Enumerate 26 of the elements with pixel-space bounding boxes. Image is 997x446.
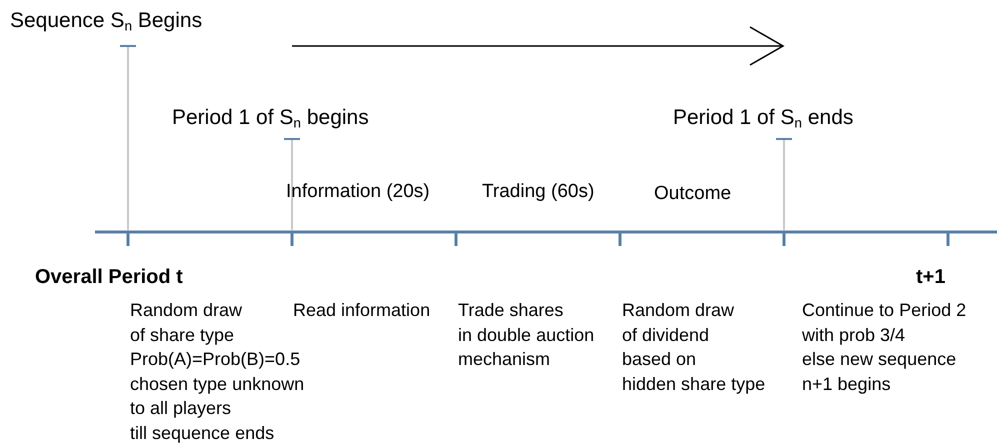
description-text: Trade shares — [458, 300, 564, 321]
description-text: n+1 begins — [802, 374, 891, 394]
description-text: in double auction — [458, 324, 594, 346]
period-label: Overall Period t — [35, 266, 183, 289]
description-text: else new sequence — [802, 349, 956, 370]
period-label: t+1 — [916, 266, 946, 289]
description-text: based on — [622, 349, 696, 370]
description-text: of share type — [130, 324, 234, 346]
phase-label: Information (20s) — [286, 181, 430, 203]
event-label: Period 1 of S$_{n}$ ends — [673, 106, 854, 130]
description-text: Read information — [293, 300, 430, 321]
description-text: till sequence ends — [130, 423, 274, 444]
event-label: Sequence S$_{n}$ Begins — [10, 9, 202, 34]
description-text: to all players — [130, 398, 232, 420]
description-text: Prob(A)=Prob(B)=0.5 — [130, 349, 300, 370]
description-text: Random draw — [130, 300, 242, 321]
description-text: Random draw — [622, 300, 734, 321]
description-text: with prob 3/4 — [802, 324, 906, 346]
description-text: chosen type unknown — [130, 374, 304, 394]
description-text: Continue to Period 2 — [802, 300, 966, 321]
description-text: hidden share type — [622, 374, 766, 394]
description-text: of dividend — [622, 324, 710, 346]
event-label: Period 1 of S$_{n}$ begins — [172, 106, 369, 130]
phase-label: Trading (60s) — [482, 181, 594, 203]
phase-label: Outcome — [654, 183, 732, 205]
description-text: mechanism — [458, 349, 550, 370]
